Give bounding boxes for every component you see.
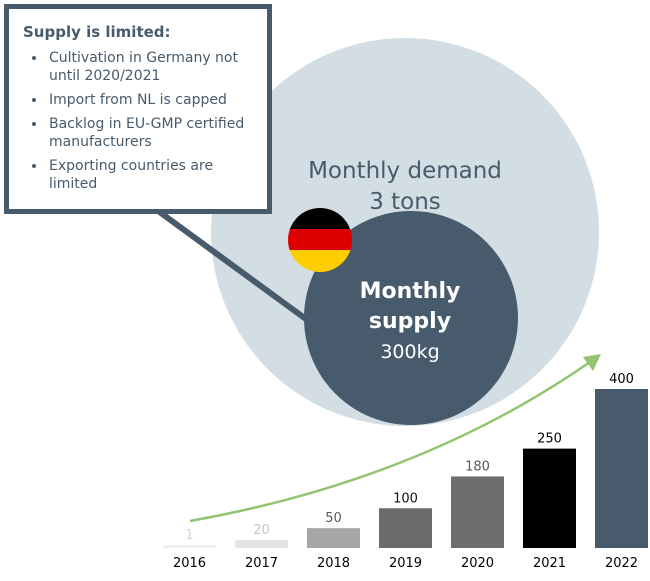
monthly-demand-label: Monthly demand 3 tons [290,156,520,218]
bar-value-label: 1 [185,528,193,543]
bar-value-label: 20 [253,523,270,538]
bar-value-label: 400 [609,372,634,387]
flag-stripe-black [288,208,352,230]
demand-line-1: Monthly demand [308,158,502,184]
callout-bullet: Import from NL is capped [47,91,253,109]
bar-2022 [595,389,648,548]
x-tick-label: 2016 [173,556,206,571]
callout-bullet: Backlog in EU-GMP certified manufacturer… [47,115,253,151]
x-tick-label: 2022 [605,556,638,571]
callout-bullet: Cultivation in Germany not until 2020/20… [47,49,253,85]
callout-title: Supply is limited: [23,23,171,41]
bar-value-label: 100 [393,491,418,506]
bar-2017 [235,540,288,548]
trend-arrow-head [583,354,601,371]
trend-arrow [189,360,591,523]
bar-2016 [163,545,216,548]
flag-stripe-gold [288,250,352,272]
callout-pointer [148,202,312,325]
x-tick-label: 2017 [245,556,278,571]
callout-bullet: Exporting countries are limited [47,157,253,193]
supply-line-1: Monthly [359,279,461,304]
monthly-supply-label: Monthly supply 300kg [330,277,490,367]
demand-line-2: 3 tons [369,189,441,215]
bar-2019 [379,508,432,548]
germany-flag-icon [288,208,352,272]
bar-chart: 1 2016 20 2017 50 2018 100 2019 180 2020 250 2021 40… [163,372,648,571]
bar-value-label: 250 [537,432,562,447]
bar-2018 [307,528,360,548]
bar-value-label: 50 [325,511,342,526]
flag-stripe-red [288,229,352,251]
supply-limited-callout: Supply is limited: Cultivation in German… [4,4,272,214]
callout-bullet-list: Cultivation in Germany not until 2020/20… [23,49,253,193]
supply-line-3: 300kg [380,341,440,363]
supply-line-2: supply [368,309,452,334]
bar-value-label: 180 [465,459,490,474]
bar-2021 [523,448,576,548]
x-tick-label: 2018 [317,556,350,571]
x-tick-label: 2021 [533,556,566,571]
x-tick-label: 2020 [461,556,494,571]
supply-circle [304,211,518,425]
bar-2020 [451,476,504,548]
x-tick-label: 2019 [389,556,422,571]
